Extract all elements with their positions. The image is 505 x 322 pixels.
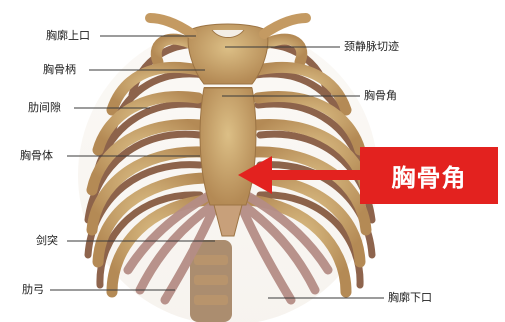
label-costal-arch: 肋弓 — [22, 283, 44, 296]
label-intercostal-space: 肋间隙 — [28, 101, 61, 114]
sternal-angle-callout: 胸骨角 — [360, 147, 498, 204]
label-jugular-notch: 颈静脉切迹 — [344, 40, 399, 53]
label-thoracic-outlet: 胸廓下口 — [388, 291, 432, 304]
label-sternal-angle: 胸骨角 — [364, 89, 397, 102]
label-manubrium: 胸骨柄 — [43, 63, 76, 76]
label-thoracic-inlet: 胸廓上口 — [46, 29, 90, 42]
label-sternal-body: 胸骨体 — [20, 149, 53, 162]
label-xiphoid: 剑突 — [36, 234, 58, 247]
